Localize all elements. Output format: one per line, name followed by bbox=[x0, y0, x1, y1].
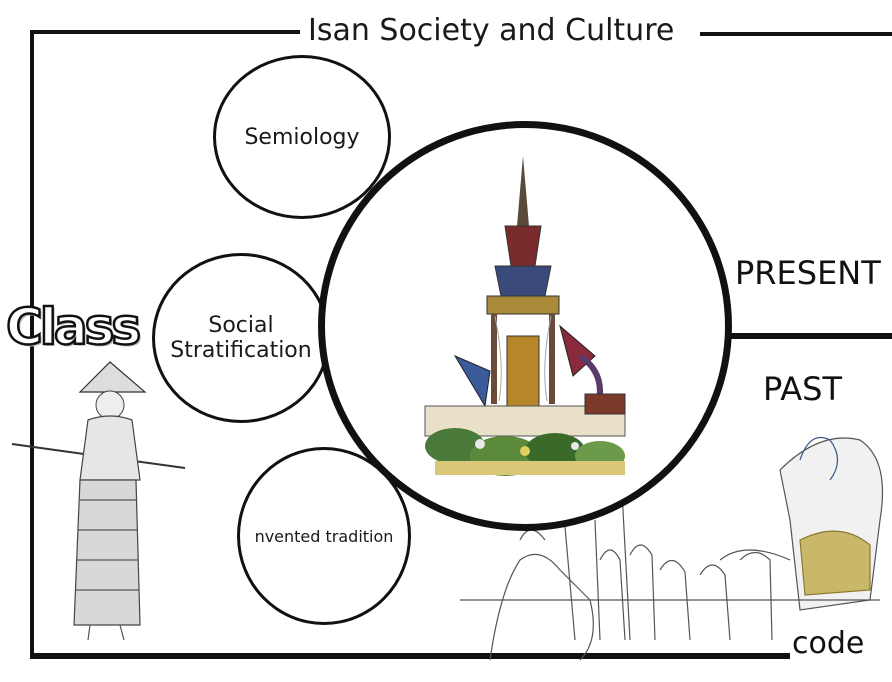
frame-top-left-line bbox=[30, 30, 310, 34]
class-heading: Class bbox=[5, 297, 143, 358]
temple-illustration bbox=[424, 156, 626, 476]
present-past-divider bbox=[720, 333, 892, 339]
stratification-label: Stratification bbox=[170, 338, 312, 363]
invented-tradition-label: nvented tradition bbox=[254, 526, 394, 546]
frame-left-line bbox=[30, 30, 34, 656]
diagram-title: Isan Society and Culture bbox=[300, 10, 683, 52]
past-label: PAST bbox=[763, 370, 842, 408]
code-label: code bbox=[790, 626, 867, 661]
frame-top-right-line bbox=[700, 32, 892, 36]
semiology-circle: Semiology bbox=[213, 55, 391, 219]
frame-bottom-line bbox=[30, 653, 790, 659]
social-label: Social bbox=[208, 313, 274, 338]
invented-tradition-circle: nvented tradition bbox=[237, 447, 411, 625]
social-stratification-circle: Social Stratification bbox=[152, 253, 330, 423]
present-label: PRESENT bbox=[735, 254, 881, 292]
central-temple-circle bbox=[318, 121, 732, 531]
semiology-label: Semiology bbox=[244, 124, 360, 150]
